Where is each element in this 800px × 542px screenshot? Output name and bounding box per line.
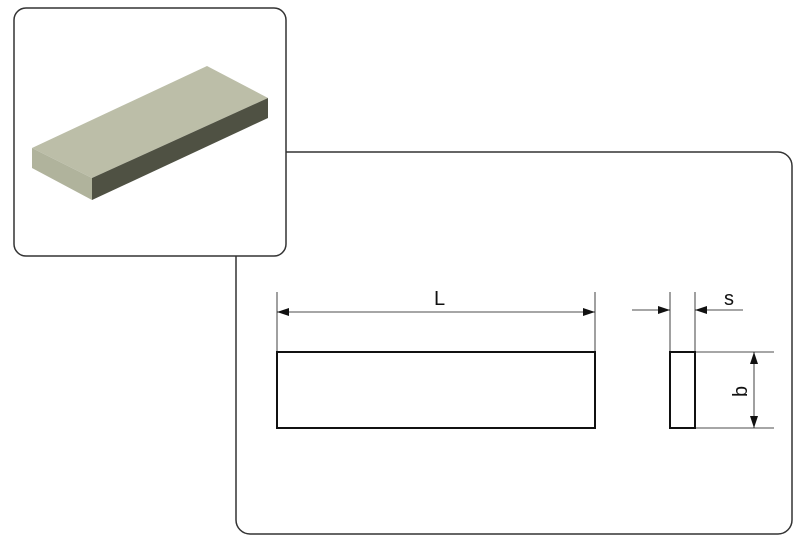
thickness-label: s (724, 288, 734, 310)
block-left-face (32, 148, 92, 200)
block-front-face (92, 98, 268, 200)
isometric-key-block (32, 66, 268, 200)
length-label: L (434, 288, 445, 310)
block-top-face (32, 66, 268, 178)
side-view-rect (669, 351, 696, 429)
width-label: b (730, 386, 752, 397)
drawing-panel (235, 151, 793, 535)
front-view-rect (276, 351, 596, 429)
